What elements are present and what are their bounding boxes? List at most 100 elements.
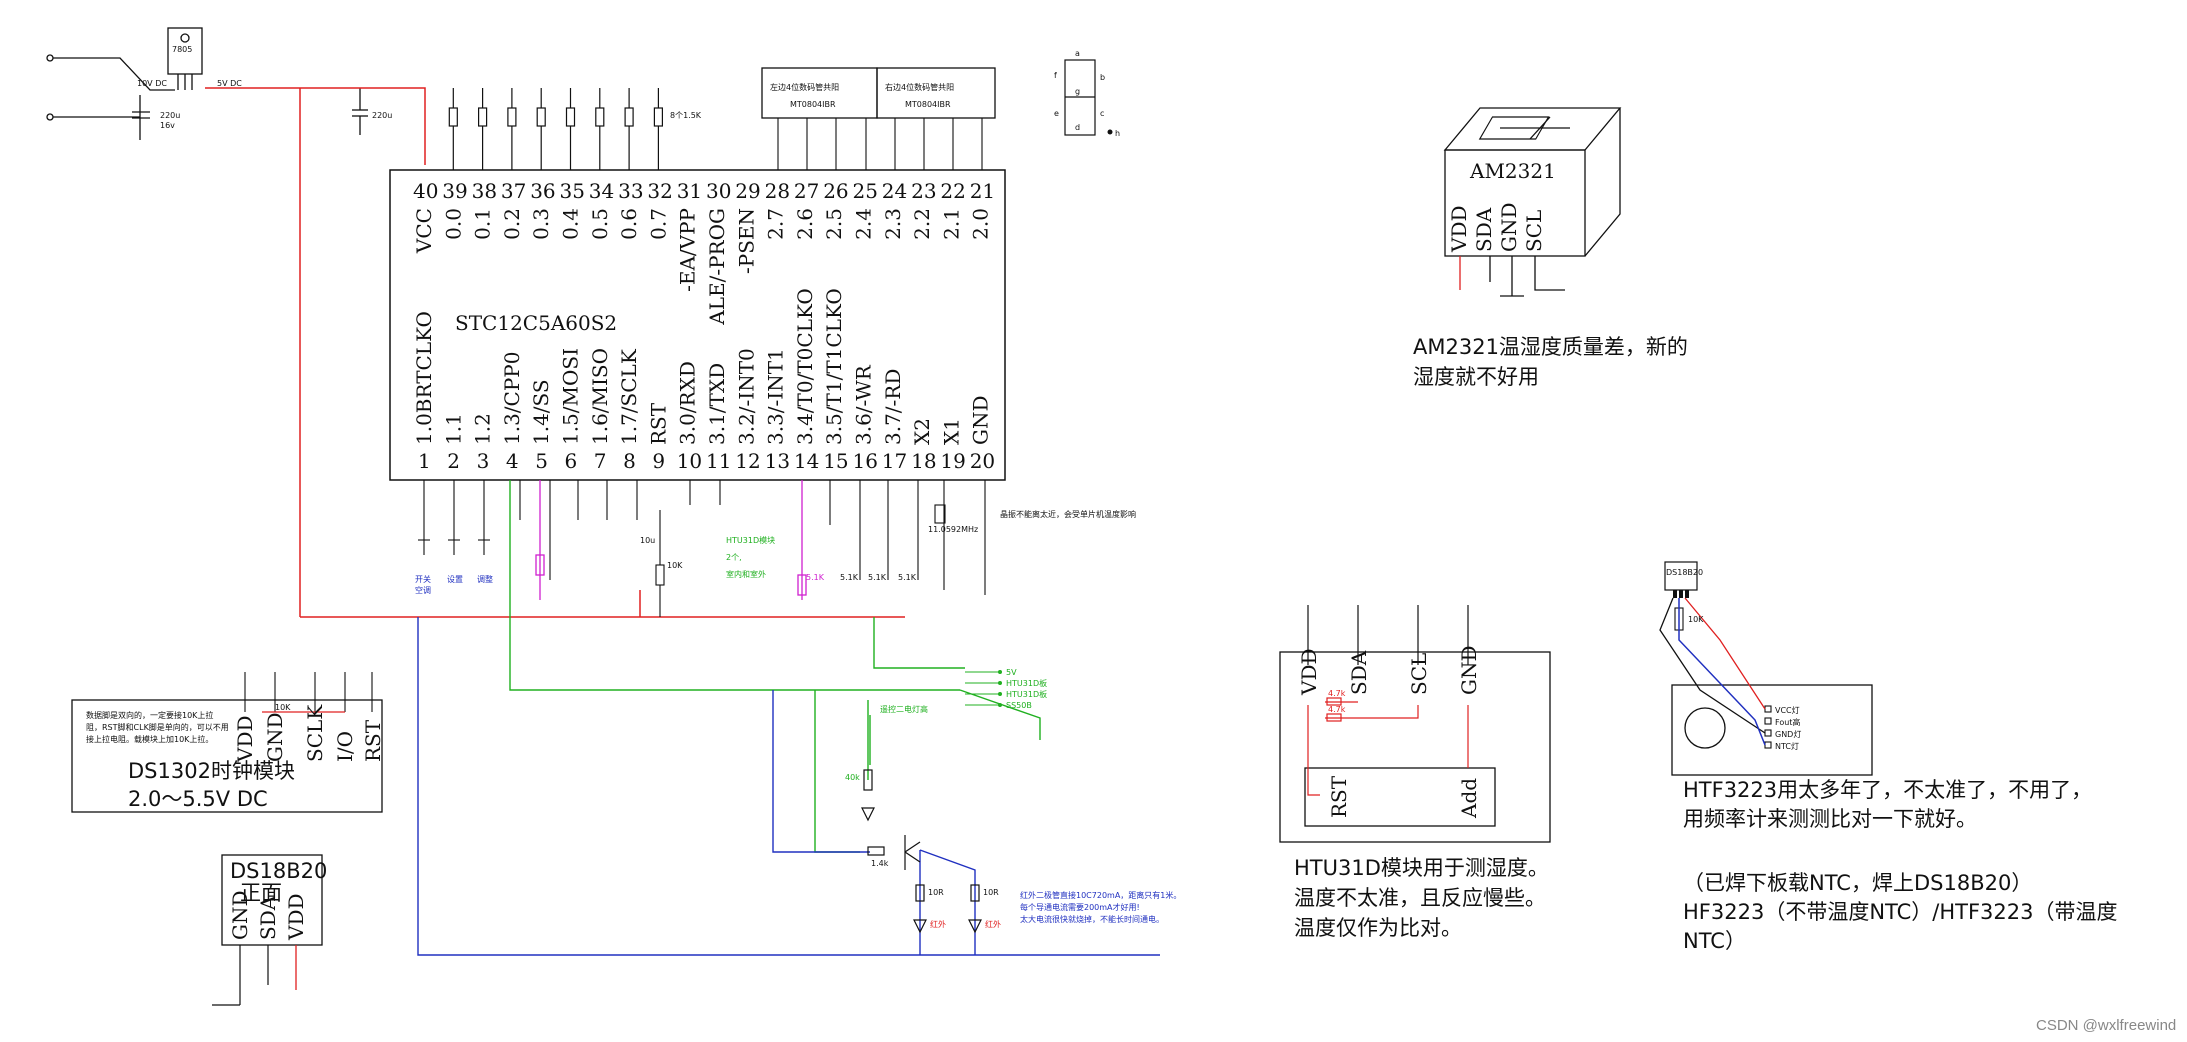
watermark: CSDN @wxlfreewind bbox=[2036, 1017, 2176, 1034]
seg-c: c bbox=[1100, 109, 1104, 118]
seg-h: h bbox=[1115, 129, 1120, 138]
mcu-bottom-pin-name: 1.2 bbox=[471, 413, 495, 445]
mcu-top-pin-number: 23 bbox=[911, 179, 936, 203]
mcu-bottom-pin-name: 1.5/MOSI bbox=[559, 348, 583, 445]
ir-circuit bbox=[861, 769, 982, 934]
mcu-top-pin-name: 2.5 bbox=[822, 208, 846, 240]
mcu-top-pin-name: 0.6 bbox=[617, 208, 641, 240]
seg-f: f bbox=[1054, 71, 1057, 80]
mcu-top-pin-name: 0.1 bbox=[471, 208, 495, 240]
seven-segment-diagram: a b c d e f g h bbox=[1054, 49, 1120, 138]
rst-cap-label: 10u bbox=[640, 536, 655, 545]
mcu-bottom-pin-number: 16 bbox=[853, 449, 878, 473]
regulator-label: 7805 bbox=[172, 45, 192, 54]
htu31d-module bbox=[1279, 605, 1551, 843]
mcu-bottom-pin-number: 14 bbox=[794, 449, 819, 473]
mcu-bottom-pin-name: 3.3/-INT1 bbox=[764, 348, 788, 445]
mcu-bottom-pin-name: 3.7/-RD bbox=[881, 369, 905, 445]
mcu-top-pin-name: 0.2 bbox=[500, 208, 524, 240]
htu-mid-line3: 室内和室外 bbox=[726, 569, 766, 579]
htu-mid-line2: 2个, bbox=[726, 553, 742, 562]
ds18b20-sensor bbox=[212, 854, 323, 1006]
htf-res: 10K bbox=[1688, 615, 1704, 624]
mcu-top-pin-name: 2.6 bbox=[793, 208, 817, 240]
ds1302-res: 10K bbox=[275, 703, 291, 712]
mcu-top-pin-name: 2.3 bbox=[881, 208, 905, 240]
pullup-resistor bbox=[565, 107, 576, 127]
mcu-top-pin-name: 0.3 bbox=[529, 208, 553, 240]
mcu-bottom-pin-name: 3.6/-WR bbox=[852, 364, 876, 445]
mcu-top-pin-number: 27 bbox=[794, 179, 819, 203]
connector-pin bbox=[998, 670, 1002, 674]
mcu-bottom-pin-number: 10 bbox=[677, 449, 702, 473]
seg-e: e bbox=[1054, 109, 1059, 118]
mcu-bottom-pin-name: 3.5/T1/T1CLKO bbox=[822, 288, 846, 445]
ds1302-pin: GND bbox=[263, 712, 287, 762]
mcu-bottom-pin-number: 3 bbox=[477, 449, 490, 473]
connector-label: HTU31D板 bbox=[1006, 689, 1047, 699]
mcu-bottom-pin-number: 17 bbox=[882, 449, 907, 473]
mcu-top-pin-number: 39 bbox=[442, 179, 467, 203]
mcu-bottom-pin-number: 11 bbox=[706, 449, 731, 473]
res-p14-label: 5.1K bbox=[806, 573, 825, 582]
connector-pin bbox=[998, 692, 1002, 696]
am2321-sensor bbox=[1443, 107, 1622, 297]
mcu-top-pins: 40VCC390.0380.1370.2360.3350.4340.5330.6… bbox=[412, 179, 995, 326]
ds18b20-front: 正面 bbox=[240, 881, 282, 905]
htu-note-2: 温度不太准，且反应慢些。 bbox=[1294, 886, 1546, 910]
mcu-top-pin-number: 24 bbox=[882, 179, 907, 203]
mcu-bottom-pin-name: 1.3/CPP0 bbox=[500, 352, 524, 446]
ds1302-voltage: 2.0～5.5V DC bbox=[128, 787, 268, 811]
display-left-part: MT0804IBR bbox=[790, 100, 836, 109]
mcu-top-pin-name: 0.7 bbox=[646, 208, 670, 240]
mcu-bottom-pin-name: 1.0BRTCLKO bbox=[412, 311, 436, 445]
mcu-top-pin-name: 2.0 bbox=[969, 208, 993, 240]
pullup-resistor bbox=[448, 107, 458, 127]
seg-a: a bbox=[1075, 49, 1080, 58]
display-right-part: MT0804IBR bbox=[905, 100, 951, 109]
mcu-top-pin-name: 0.0 bbox=[441, 208, 465, 240]
cap1-value: 220u bbox=[160, 111, 180, 120]
seg-d: d bbox=[1075, 123, 1080, 132]
ds18b20-pin: VDD bbox=[284, 893, 308, 941]
htu-r1: 4.7k bbox=[1328, 689, 1346, 698]
res-p16-label: 5.1K bbox=[868, 573, 887, 582]
pullup-resistor bbox=[507, 107, 517, 127]
ds1302-module bbox=[71, 672, 383, 813]
mcu-top-pin-number: 32 bbox=[647, 179, 672, 203]
ds1302-title: DS1302时钟模块 bbox=[128, 759, 295, 783]
htf-chip: DS18B20 bbox=[1666, 568, 1703, 577]
button-aircon-line2: 空调 bbox=[415, 585, 431, 595]
ds1302-pin: SCLK bbox=[303, 704, 327, 762]
mcu-top-pin-name: 0.4 bbox=[559, 208, 583, 240]
mcu-bottom-pin-number: 7 bbox=[594, 449, 607, 473]
ds18b20-pin: GND bbox=[228, 890, 252, 940]
mcu-top-pin-number: 40 bbox=[413, 179, 438, 203]
mcu-top-pin-number: 30 bbox=[706, 179, 731, 203]
mcu-body bbox=[389, 169, 1006, 481]
mcu-top-pin-name: VCC bbox=[412, 208, 436, 254]
ds1302-pin: I/O bbox=[333, 731, 357, 762]
mcu-top-pin-number: 37 bbox=[501, 179, 526, 203]
mcu-bottom-pin-number: 5 bbox=[535, 449, 548, 473]
pullup-resistor bbox=[595, 107, 605, 127]
connector-label: 5V bbox=[1006, 668, 1017, 677]
ds1302-pin: VDD bbox=[233, 715, 257, 763]
mcu-top-pin-name: 2.7 bbox=[764, 208, 788, 240]
ir-led-label-1: 红外 bbox=[930, 919, 946, 929]
connector-label: HTU31D板 bbox=[1006, 678, 1047, 688]
pullup-resistor bbox=[624, 107, 634, 127]
button-setup: 设置 bbox=[447, 574, 463, 584]
mcu-bottom-pin-number: 20 bbox=[970, 449, 995, 473]
mcu-bottom-pin-number: 18 bbox=[911, 449, 936, 473]
mcu-top-pin-number: 21 bbox=[970, 179, 995, 203]
ds1302-note-2: 阻，RST脚和CLK脚是单向的，可以不用 bbox=[86, 722, 229, 732]
ds18b20-pin: SDA bbox=[256, 895, 280, 940]
mcu-bottom-pin-number: 12 bbox=[735, 449, 760, 473]
mcu-bottom-pin-name: 3.0/RXD bbox=[676, 361, 700, 445]
ir-r3: 1.4k bbox=[871, 859, 889, 868]
pullup-resistor bbox=[536, 107, 546, 127]
mcu-bottom-pin-name: GND bbox=[969, 395, 993, 445]
